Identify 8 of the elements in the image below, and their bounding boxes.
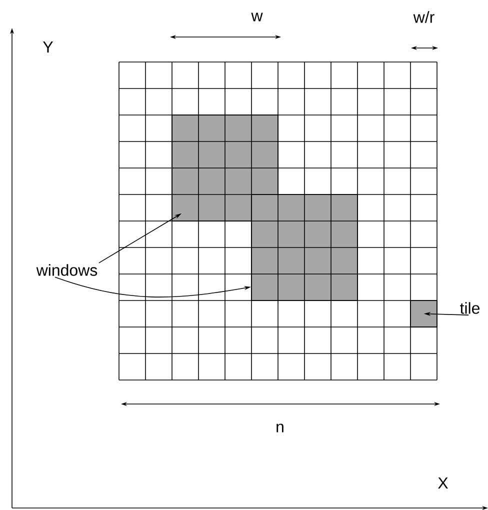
- axis-label: X: [438, 478, 448, 488]
- window-block: [251, 194, 358, 301]
- dimension-label: w: [251, 12, 263, 22]
- callout-text: windows: [36, 264, 98, 276]
- dimension-label: w/r: [413, 11, 434, 23]
- callout-text: tile: [460, 302, 480, 314]
- axis-label: Y: [43, 42, 53, 52]
- dimension-label: n: [276, 424, 284, 432]
